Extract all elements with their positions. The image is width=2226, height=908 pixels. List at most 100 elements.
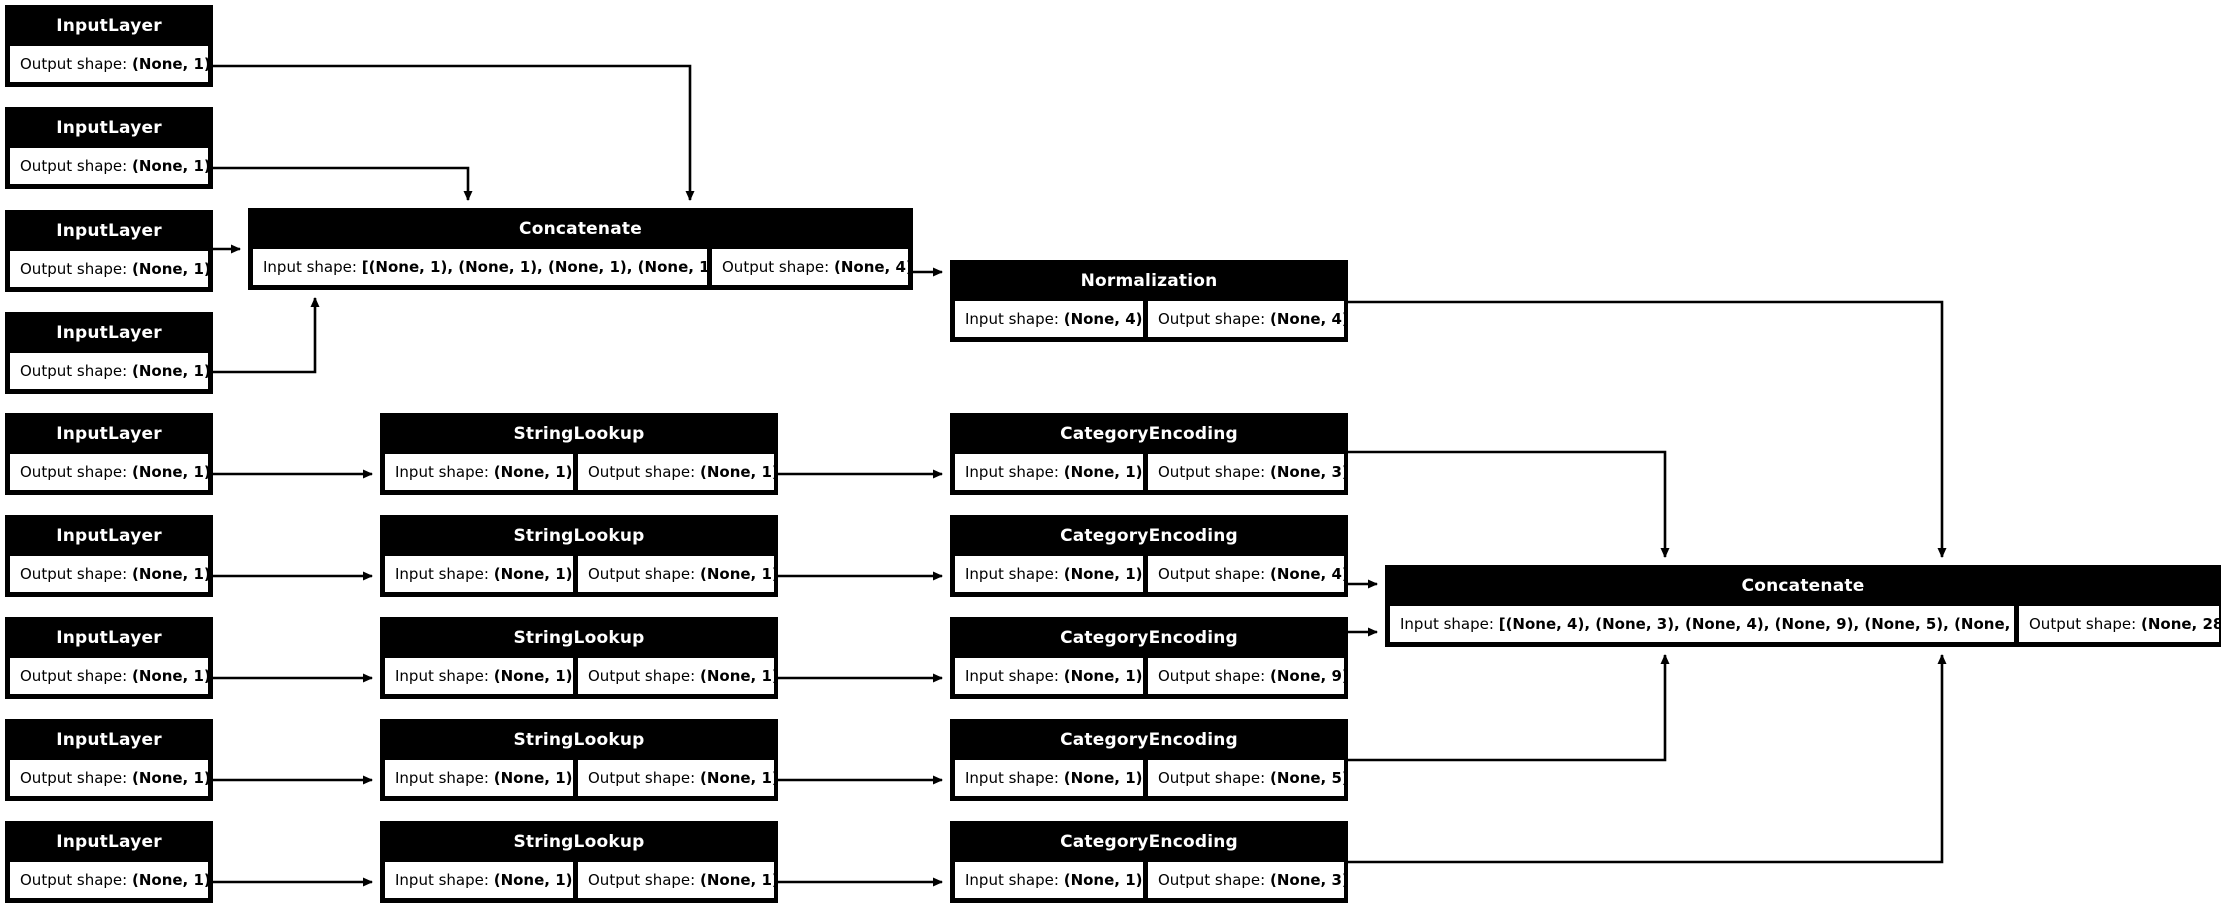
shape-cell-string_lookup_3-0: Input shape: (None, 1) — [384, 657, 574, 695]
shape-cell-label: Output shape: — [588, 769, 696, 787]
shape-cell-value: [(None, 1), (None, 1), (None, 1), (None,… — [361, 258, 708, 276]
shape-cell-value: (None, 1) — [1063, 667, 1143, 685]
node-title-string_lookup_1: StringLookup — [382, 415, 776, 453]
shape-cell-value: (None, 1) — [131, 362, 209, 380]
shape-cell-string_lookup_2-0: Input shape: (None, 1) — [384, 555, 574, 593]
shape-cell-value: [(None, 4), (None, 3), (None, 4), (None,… — [1498, 615, 2015, 633]
node-shapes-string_lookup_2: Input shape: (None, 1)Output shape: (Non… — [382, 555, 776, 595]
shape-cell-value: (None, 1) — [131, 463, 209, 481]
shape-cell-input_1-0: Output shape: (None, 1) — [9, 45, 209, 83]
edge-catenc1-concat2 — [1348, 450, 1670, 558]
node-shapes-string_lookup_3: Input shape: (None, 1)Output shape: (Non… — [382, 657, 776, 697]
edge-input2-concat1 — [213, 166, 473, 201]
shape-cell-label: Output shape: — [20, 769, 128, 787]
shape-cell-label: Input shape: — [965, 565, 1059, 583]
node-title-string_lookup_3: StringLookup — [382, 619, 776, 657]
shape-cell-input_5-0: Output shape: (None, 1) — [9, 453, 209, 491]
node-shapes-input_8: Output shape: (None, 1) — [7, 759, 211, 799]
node-title-category_encoding_1: CategoryEncoding — [952, 415, 1346, 453]
shape-cell-input_3-0: Output shape: (None, 1) — [9, 250, 209, 288]
node-shapes-input_4: Output shape: (None, 1) — [7, 352, 211, 392]
shape-cell-value: (None, 1) — [493, 463, 573, 481]
shape-cell-value: (None, 1) — [131, 55, 209, 73]
shape-cell-label: Output shape: — [20, 362, 128, 380]
shape-cell-value: (None, 1) — [131, 769, 209, 787]
node-shapes-input_6: Output shape: (None, 1) — [7, 555, 211, 595]
shape-cell-label: Input shape: — [965, 463, 1059, 481]
shape-cell-label: Input shape: — [1400, 615, 1494, 633]
shape-cell-label: Output shape: — [722, 258, 830, 276]
shape-cell-input_4-0: Output shape: (None, 1) — [9, 352, 209, 390]
shape-cell-value: (None, 4) — [1269, 310, 1345, 328]
shape-cell-value: (None, 1) — [1063, 565, 1143, 583]
shape-cell-category_encoding_4-0: Input shape: (None, 1) — [954, 759, 1144, 797]
shape-cell-category_encoding_5-1: Output shape: (None, 3) — [1147, 861, 1345, 899]
node-shapes-string_lookup_5: Input shape: (None, 1)Output shape: (Non… — [382, 861, 776, 901]
shape-cell-value: (None, 4) — [833, 258, 909, 276]
shape-cell-category_encoding_1-1: Output shape: (None, 3) — [1147, 453, 1345, 491]
node-shapes-category_encoding_5: Input shape: (None, 1)Output shape: (Non… — [952, 861, 1346, 901]
edge-input1-concat1 — [213, 64, 695, 201]
shape-cell-value: (None, 1) — [131, 667, 209, 685]
shape-cell-value: (None, 1) — [493, 769, 573, 787]
shape-cell-string_lookup_2-1: Output shape: (None, 1) — [577, 555, 775, 593]
shape-cell-label: Input shape: — [263, 258, 357, 276]
shape-cell-label: Input shape: — [395, 769, 489, 787]
shape-cell-value: (None, 1) — [1063, 769, 1143, 787]
shape-cell-value: (None, 1) — [131, 565, 209, 583]
shape-cell-value: (None, 3) — [1269, 871, 1345, 889]
shape-cell-label: Output shape: — [1158, 310, 1266, 328]
node-title-input_3: InputLayer — [7, 212, 211, 250]
node-title-input_6: InputLayer — [7, 517, 211, 555]
shape-cell-string_lookup_1-1: Output shape: (None, 1) — [577, 453, 775, 491]
shape-cell-label: Output shape: — [588, 871, 696, 889]
node-shapes-input_3: Output shape: (None, 1) — [7, 250, 211, 290]
node-shapes-input_5: Output shape: (None, 1) — [7, 453, 211, 493]
node-title-input_5: InputLayer — [7, 415, 211, 453]
node-shapes-category_encoding_2: Input shape: (None, 1) Output shape: (Non… — [952, 555, 1346, 595]
shape-cell-value: (None, 3) — [1269, 463, 1345, 481]
node-shapes-normalization_1: Input shape: (None, 4)Output shape: (Non… — [952, 300, 1346, 340]
node-shapes-concatenate_1: Input shape: [(None, 1), (None, 1), (Non… — [250, 248, 911, 288]
shape-cell-string_lookup_3-1: Output shape: (None, 1) — [577, 657, 775, 695]
shape-cell-input_9-0: Output shape: (None, 1) — [9, 861, 209, 899]
node-shapes-input_9: Output shape: (None, 1) — [7, 861, 211, 901]
shape-cell-label: Output shape: — [1158, 463, 1266, 481]
shape-cell-label: Output shape: — [1158, 769, 1266, 787]
shape-cell-label: Input shape: — [395, 463, 489, 481]
node-title-concatenate_2: Concatenate — [1387, 567, 2219, 605]
shape-cell-label: Output shape: — [1158, 565, 1266, 583]
shape-cell-string_lookup_4-0: Input shape: (None, 1) — [384, 759, 574, 797]
node-title-input_2: InputLayer — [7, 109, 211, 147]
shape-cell-value: (None, 1) — [699, 871, 775, 889]
node-shapes-category_encoding_3: Input shape: (None, 1)Output shape: (Non… — [952, 657, 1346, 697]
shape-cell-label: Output shape: — [20, 667, 128, 685]
shape-cell-value: (None, 1) — [1063, 871, 1143, 889]
shape-cell-category_encoding_2-0: Input shape: (None, 1) — [954, 555, 1144, 593]
shape-cell-concatenate_2-0: Input shape: [(None, 4), (None, 3), (Non… — [1389, 605, 2015, 643]
shape-cell-category_encoding_1-0: Input shape: (None, 1) — [954, 453, 1144, 491]
node-shapes-string_lookup_1: Input shape: (None, 1)Output shape: (Non… — [382, 453, 776, 493]
